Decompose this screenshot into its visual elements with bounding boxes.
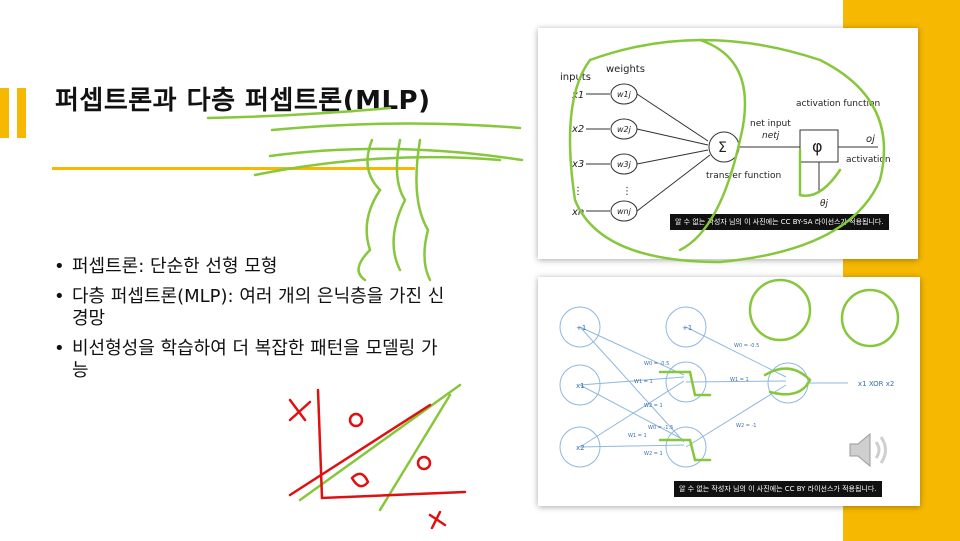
weight-label: W2 = 1 bbox=[644, 451, 663, 457]
weight-label: W2 = -1 bbox=[736, 423, 756, 429]
bullet-item[interactable]: 비선형성을 학습하여 더 복잡한 패턴을 모델링 가능 bbox=[52, 338, 452, 382]
activation-label: activation bbox=[846, 155, 891, 165]
sum-symbol: Σ bbox=[718, 140, 727, 156]
bullet-item[interactable]: 퍼셉트론: 단순한 선형 모형 bbox=[52, 256, 452, 278]
bullet-list[interactable]: 퍼셉트론: 단순한 선형 모형 다층 퍼셉트론(MLP): 여러 개의 은닉층을… bbox=[52, 256, 452, 390]
phi-symbol: φ bbox=[812, 137, 823, 156]
speaker-icon[interactable] bbox=[846, 430, 896, 470]
input-dots: ⋮ bbox=[573, 186, 583, 197]
transfer-function-label: transfer function bbox=[706, 171, 781, 181]
theta-label: θj bbox=[820, 199, 829, 209]
weight-label: W0 = -1.5 bbox=[648, 425, 673, 431]
weight-label: W2 = 1 bbox=[644, 403, 663, 409]
output-label: oj bbox=[866, 134, 875, 145]
input-x1: x1 bbox=[571, 90, 584, 101]
weight-label: W0 = -0.5 bbox=[734, 343, 759, 349]
inputs-label: inputs bbox=[560, 72, 591, 83]
slide-title[interactable]: 퍼셉트론과 다층 퍼셉트론(MLP) bbox=[55, 86, 431, 116]
weight-label: W1 = 1 bbox=[628, 433, 647, 439]
weight-w2j: w2j bbox=[617, 125, 632, 134]
weight-w1j: w1j bbox=[617, 90, 632, 99]
weights-label: weights bbox=[606, 64, 645, 75]
title-underline bbox=[52, 167, 415, 170]
figure2-caption[interactable]: 알 수 없는 작성자 님의 이 사진에는 CC BY 라이선스가 적용됩니다. bbox=[674, 481, 882, 497]
net-input-label: net input bbox=[750, 119, 791, 129]
figure1-caption[interactable]: 알 수 없는 작성자 님의 이 사진에는 CC BY-SA 라이선스가 적용됩니… bbox=[670, 214, 889, 230]
input-x3: x3 bbox=[571, 159, 584, 170]
weight-dots: ⋮ bbox=[622, 186, 632, 197]
hidden-bias-label: +1 bbox=[682, 324, 692, 332]
weight-wnj: wnj bbox=[617, 207, 632, 216]
accent-left-bar-2 bbox=[17, 88, 26, 138]
weight-w3j: w3j bbox=[617, 160, 632, 169]
bias-node-label: +1 bbox=[576, 324, 586, 332]
weight-label: W1 = 1 bbox=[730, 377, 749, 383]
bullet-item[interactable]: 다층 퍼셉트론(MLP): 여러 개의 은닉층을 가진 신경망 bbox=[52, 286, 452, 330]
xor-output-label: x1 XOR x2 bbox=[858, 380, 894, 388]
net-label: netj bbox=[762, 131, 780, 141]
input-x2: x2 bbox=[571, 124, 584, 135]
input-node-x2: x2 bbox=[576, 444, 585, 452]
accent-left-bar-1 bbox=[0, 88, 9, 138]
weight-label: W1 = 1 bbox=[634, 379, 653, 385]
xor-network-figure[interactable]: +1 x1 x2 +1 x1 XOR x2 W0 = -0.5 W1 = 1 W… bbox=[538, 277, 920, 506]
input-node-x1: x1 bbox=[576, 382, 585, 390]
xor-network-diagram: +1 x1 x2 +1 x1 XOR x2 W0 = -0.5 W1 = 1 W… bbox=[559, 306, 894, 468]
weight-label: W0 = -0.5 bbox=[644, 361, 669, 367]
input-xn: xn bbox=[571, 207, 584, 218]
activation-function-label: activation function bbox=[796, 99, 880, 109]
